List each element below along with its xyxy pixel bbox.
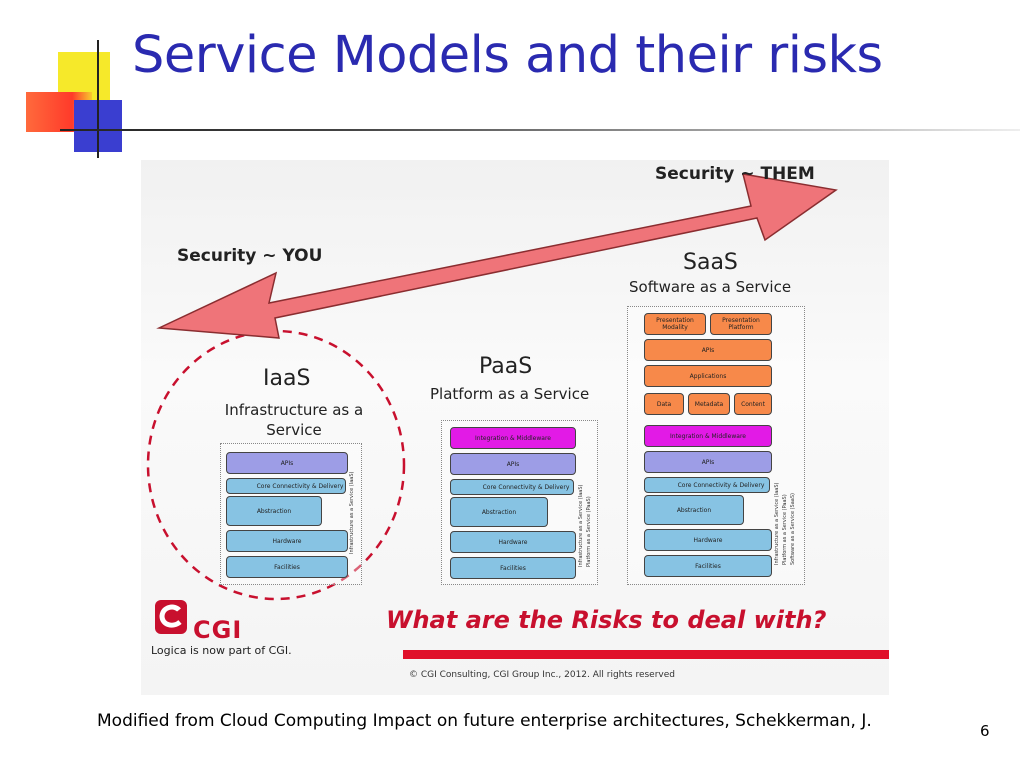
layer-hardware: Hardware — [226, 530, 348, 552]
iaas-highlight-ellipse — [146, 329, 406, 601]
layer-apis-upper: APIs — [644, 339, 772, 361]
layer-apis: APIs — [450, 453, 576, 475]
paas-stack: Integration & Middleware APIs Core Conne… — [441, 420, 598, 585]
paas-side-label: Platform as a Service (PaaS) — [586, 496, 592, 567]
saas-iaas-side-label: Infrastructure as a Service (IaaS) — [774, 482, 780, 565]
iaas-side-label: Infrastructure as a Service (IaaS) — [349, 471, 355, 554]
layer-abstraction: Abstraction — [450, 497, 548, 527]
layer-abstraction: Abstraction — [226, 496, 322, 526]
layer-facilities: Facilities — [644, 555, 772, 577]
diagram-graphics — [146, 173, 838, 601]
slide-title: Service Models and their risks — [132, 26, 883, 85]
layer-integration-middleware: Integration & Middleware — [644, 425, 772, 447]
saas-stack: Presentation Modality Presentation Platf… — [627, 306, 805, 585]
layer-hardware: Hardware — [644, 529, 772, 551]
paas-iaas-side-label: Infrastructure as a Service (IaaS) — [578, 484, 584, 567]
red-divider-bar — [403, 650, 889, 659]
layer-presentation-modality: Presentation Modality — [644, 313, 706, 335]
paas-title: PaaS — [479, 354, 533, 379]
decorative-vertical-line — [97, 40, 99, 158]
saas-paas-side-label: Platform as a Service (PaaS) — [782, 494, 788, 565]
layer-content: Content — [734, 393, 772, 415]
layer-facilities: Facilities — [450, 557, 576, 579]
source-caption: Modified from Cloud Computing Impact on … — [97, 711, 872, 731]
page-number: 6 — [980, 722, 990, 740]
layer-data: Data — [644, 393, 684, 415]
layer-apis: APIs — [644, 451, 772, 473]
layer-core-connectivity: Core Connectivity & Delivery — [450, 479, 574, 495]
saas-side-label: Software as a Service (SaaS) — [790, 493, 796, 565]
risk-question: What are the Risks to deal with? — [386, 606, 827, 634]
layer-hardware: Hardware — [450, 531, 576, 553]
title-underline — [60, 129, 1020, 131]
layer-core-connectivity: Core Connectivity & Delivery — [226, 478, 346, 494]
layer-applications: Applications — [644, 365, 772, 387]
layer-integration-middleware: Integration & Middleware — [450, 427, 576, 449]
layer-core-connectivity: Core Connectivity & Delivery — [644, 477, 770, 493]
copyright-note: © CGI Consulting, CGI Group Inc., 2012. … — [409, 670, 675, 680]
saas-title: SaaS — [683, 250, 738, 275]
layer-facilities: Facilities — [226, 556, 348, 578]
security-them-label: Security ~ THEM — [655, 164, 815, 184]
security-arrow-icon — [156, 173, 838, 339]
layer-apis: APIs — [226, 452, 348, 474]
saas-subtitle: Software as a Service — [629, 278, 792, 296]
layer-metadata: Metadata — [688, 393, 730, 415]
iaas-stack: APIs Core Connectivity & Delivery Abstra… — [220, 443, 362, 585]
logica-note: Logica is now part of CGI. — [151, 644, 292, 657]
iaas-title: IaaS — [263, 366, 311, 391]
cgi-logo-icon — [155, 600, 187, 634]
service-models-diagram: Security ~ YOU Security ~ THEM IaaS Infr… — [141, 160, 889, 695]
layer-abstraction: Abstraction — [644, 495, 744, 525]
layer-presentation-platform: Presentation Platform — [710, 313, 772, 335]
security-you-label: Security ~ YOU — [177, 246, 323, 266]
paas-subtitle: Platform as a Service — [430, 385, 590, 403]
iaas-subtitle: Infrastructure as a Service — [224, 401, 364, 439]
cgi-logo-text: CGI — [193, 616, 243, 644]
